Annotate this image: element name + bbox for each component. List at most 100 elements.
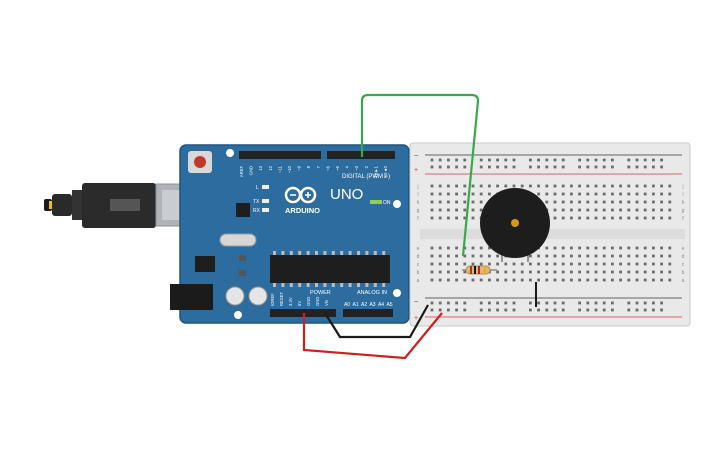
row-letter: b bbox=[682, 270, 685, 276]
row-letter: a bbox=[682, 278, 685, 284]
row-letter: e bbox=[417, 246, 420, 252]
pin-label: ~10 bbox=[287, 165, 292, 173]
digital-header-left bbox=[239, 151, 321, 159]
reset-button-cap[interactable] bbox=[194, 156, 206, 168]
usb-chip bbox=[236, 203, 250, 217]
capacitor bbox=[225, 286, 245, 306]
smd-part bbox=[239, 255, 246, 261]
wire-green[interactable] bbox=[360, 93, 480, 257]
row-letter: f bbox=[682, 216, 684, 222]
power-pin-label: 3.3V bbox=[288, 297, 293, 306]
mount-hole bbox=[226, 149, 234, 157]
led-tx-label: TX bbox=[253, 199, 260, 205]
power-pin-label: Vin bbox=[324, 299, 329, 306]
row-letter: e bbox=[682, 246, 685, 252]
analog-pin-label: A3 bbox=[369, 302, 375, 308]
power-pin-label: RESET bbox=[279, 292, 284, 306]
row-letter: c bbox=[417, 262, 420, 268]
usb-symbol-icon bbox=[110, 199, 140, 211]
mount-hole bbox=[234, 311, 242, 319]
buzzer-center bbox=[511, 219, 519, 227]
led-l-label: L bbox=[256, 185, 259, 191]
analog-pin-label: A1 bbox=[352, 302, 358, 308]
resistor-band bbox=[484, 266, 486, 274]
pin-label: AREF bbox=[239, 166, 244, 178]
piezo-buzzer[interactable] bbox=[480, 188, 550, 262]
rail-minus-label: − bbox=[414, 299, 418, 306]
arduino-logo-icon bbox=[284, 186, 317, 204]
mount-hole bbox=[393, 200, 401, 208]
row-letter: a bbox=[417, 278, 420, 284]
pin-label: TX►1 bbox=[373, 165, 378, 177]
led-rx-label: RX bbox=[253, 208, 261, 214]
row-letter: d bbox=[417, 254, 420, 260]
resistor-band bbox=[478, 266, 480, 274]
row-letter: h bbox=[417, 200, 420, 206]
voltage-regulator bbox=[195, 256, 215, 272]
on-led bbox=[370, 200, 382, 204]
pin-label: 13 bbox=[258, 165, 263, 170]
pin-label: 7 bbox=[316, 165, 321, 168]
chip-pins bbox=[273, 251, 386, 287]
pin-label: 8 bbox=[306, 165, 311, 168]
power-pin-label: GND bbox=[306, 297, 311, 306]
analog-pin-label: A4 bbox=[378, 302, 384, 308]
brand-label: ARDUINO bbox=[285, 206, 320, 215]
led-rx bbox=[262, 208, 269, 212]
power-pin-label: 5V bbox=[297, 301, 302, 306]
atmega-chip bbox=[270, 255, 390, 283]
row-letter: i bbox=[417, 192, 418, 198]
on-label: ON bbox=[383, 200, 391, 206]
row-letter: b bbox=[417, 270, 420, 276]
resistor-band bbox=[470, 266, 472, 274]
analog-header bbox=[343, 309, 393, 317]
rail-plus-label: + bbox=[414, 315, 418, 322]
pin-label: ~11 bbox=[277, 165, 282, 172]
pin-label: RX◄0 bbox=[383, 165, 388, 178]
analog-pin-label: A2 bbox=[361, 302, 367, 308]
power-label: POWER bbox=[310, 290, 331, 296]
center-channel bbox=[420, 229, 685, 239]
cable-ring bbox=[72, 190, 82, 220]
row-letter: g bbox=[682, 208, 685, 214]
row-letter: f bbox=[417, 216, 419, 222]
wire-black[interactable] bbox=[324, 304, 429, 339]
analog-pin-label: A5 bbox=[386, 302, 392, 308]
row-letter: h bbox=[682, 200, 685, 206]
cable-strain-relief bbox=[52, 194, 72, 216]
power-pin-label: IOREF bbox=[270, 293, 275, 306]
pin-label: ~9 bbox=[297, 165, 302, 170]
pin-label: ~5 bbox=[335, 165, 340, 170]
led-l bbox=[262, 185, 269, 189]
row-letter: i bbox=[682, 192, 683, 198]
resistor-band bbox=[474, 266, 476, 274]
digital-label: DIGITAL (PWM ~) bbox=[342, 174, 390, 180]
model-label: UNO bbox=[330, 186, 363, 203]
pin-label: 4 bbox=[345, 165, 350, 168]
smd-part bbox=[239, 270, 246, 276]
pin-label: ~6 bbox=[325, 165, 330, 170]
pin-label: 12 bbox=[268, 165, 273, 170]
mount-hole bbox=[393, 289, 401, 297]
cable-tip bbox=[49, 201, 54, 209]
pin-label: ~3 bbox=[354, 165, 359, 170]
crystal-oscillator bbox=[219, 233, 257, 247]
pin-label: GND bbox=[249, 166, 254, 175]
row-letter: j bbox=[681, 184, 683, 190]
rail-plus-label: + bbox=[414, 167, 418, 174]
led-tx bbox=[262, 199, 269, 203]
power-jack bbox=[170, 284, 213, 310]
analog-label: ANALOG IN bbox=[357, 290, 387, 296]
row-letter: g bbox=[417, 208, 420, 214]
row-letter: j bbox=[416, 184, 418, 190]
row-letter: c bbox=[682, 262, 685, 268]
wire-red[interactable] bbox=[302, 312, 443, 360]
resistor[interactable] bbox=[462, 265, 497, 275]
